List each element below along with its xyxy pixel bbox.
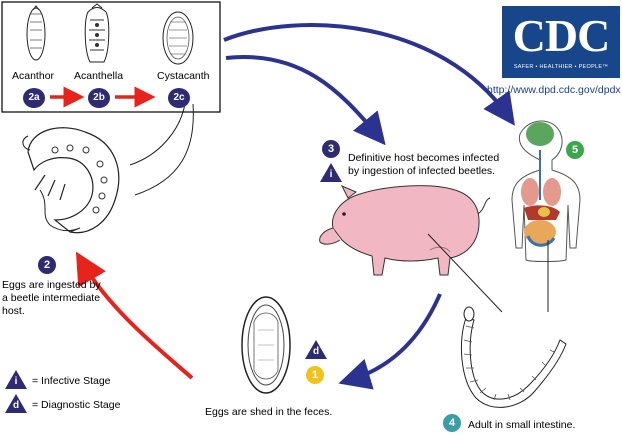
badge-2b: 2b — [88, 88, 110, 108]
badge-4: 4 — [443, 414, 461, 432]
cdc-url: http://www.dpd.cdc.gov/dpdx — [487, 84, 621, 96]
legend-diagnostic-marker: d — [5, 394, 27, 413]
arrow-eggs-to-beetle — [75, 251, 194, 380]
diagnostic-marker-letter: d — [312, 346, 320, 357]
acanthella-drawing — [84, 3, 110, 63]
cystacanth-drawing — [162, 11, 194, 65]
legend-diagnostic-text: = Diagnostic Stage — [32, 399, 121, 411]
badge-1: 1 — [306, 366, 324, 384]
acanthor-drawing — [26, 5, 46, 61]
infective-marker-letter: i — [329, 169, 333, 180]
step3-text-line2: by ingestion of infected beetles. — [348, 165, 496, 177]
badge-2: 2 — [38, 256, 56, 274]
arrow-box-to-human — [223, 22, 515, 126]
stage-label-cystacanth: Cystacanth — [157, 70, 210, 82]
badge-3: 3 — [322, 140, 340, 158]
legend-infective-marker: i — [5, 370, 27, 389]
badge-2c: 2c — [168, 88, 190, 108]
legend-infective-text: = Infective Stage — [32, 375, 111, 387]
badge-5: 5 — [566, 141, 584, 159]
human-anatomy-drawing — [511, 120, 581, 262]
step4-text: Adult in small intestine. — [468, 419, 576, 431]
cdc-logo-tagline: SAFER • HEALTHIER • PEOPLE™ — [513, 64, 609, 70]
stage-label-acanthor: Acanthor — [12, 70, 55, 82]
cdc-logo-letters: CDC — [512, 10, 611, 61]
step2-text-line1: Eggs are ingested by — [2, 279, 101, 291]
badge-2a: 2a — [23, 88, 45, 108]
beetle-larva-drawing — [22, 127, 120, 234]
step2-text-line3: host. — [2, 305, 25, 317]
arrow-box-to-pig — [225, 55, 386, 146]
infective-stage-marker: i — [320, 163, 342, 182]
step2-text-line2: a beetle intermediate — [2, 292, 101, 304]
egg-drawing — [241, 296, 291, 394]
step1-text: Eggs are shed in the feces. — [205, 406, 333, 418]
diagnostic-stage-marker: d — [305, 340, 327, 359]
legend-diagnostic-letter: d — [12, 400, 20, 411]
adult-worm-drawing — [460, 306, 567, 408]
stage-label-acanthella: Acanthella — [74, 70, 124, 82]
pig-drawing — [319, 185, 491, 276]
step3-text-line1: Definitive host becomes infected — [348, 152, 500, 164]
legend-infective-letter: i — [14, 376, 18, 387]
cdc-logo: CDC SAFER • HEALTHIER • PEOPLE™ — [502, 6, 620, 78]
arrow-host-to-egg — [338, 293, 442, 390]
